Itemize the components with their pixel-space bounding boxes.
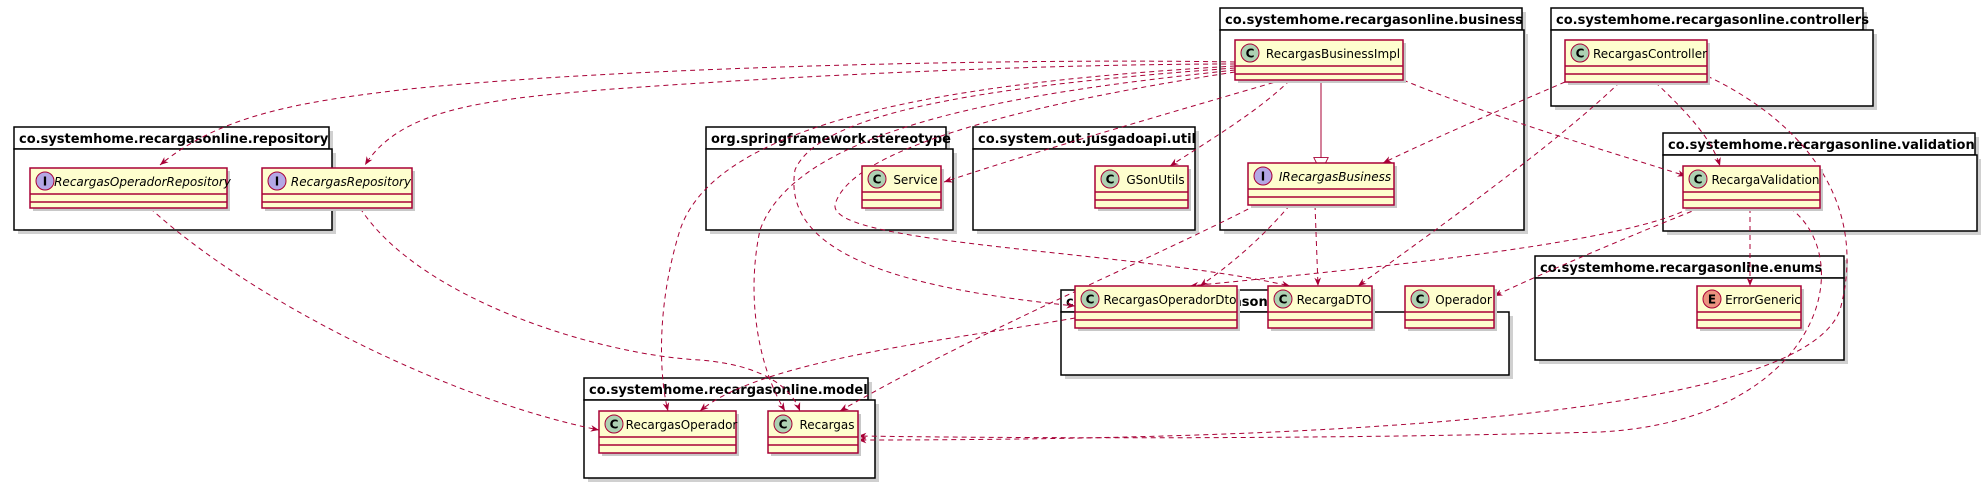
dependency-edge-RecargasBusinessImpl-to-RecargaDTO [834,71,1291,288]
class-box-RecargasController[interactable]: C RecargasController [1564,39,1710,85]
dependency-edge-RecargaValidation-to-RecargasOperadorDto [1189,207,1691,289]
class-name: RecargaDTO [1297,293,1372,307]
stereotype-letter: C [1106,173,1115,187]
class-stereotype-icon [867,169,887,189]
class-name: Service [893,173,937,187]
dependency-edge-RecargasBusinessImpl-to-GSonUtils [1169,79,1291,167]
stereotype-letter: I [43,175,47,189]
class-stereotype-icon [773,414,793,434]
class-box-RecargaValidation[interactable]: C RecargaValidation [1682,165,1823,211]
stereotype-letter: C [1694,173,1703,187]
class-name: RecargasRepository [291,175,412,189]
class-box-RecargasOperador[interactable]: C RecargasOperador [598,410,739,456]
class-box-RecargasBusinessImpl[interactable]: C RecargasBusinessImpl [1234,39,1406,83]
dependency-edge-RecargasBusinessImpl-to-RecargasRepository [364,63,1236,166]
class-name: RecargasOperadorRepository [54,175,232,189]
interface-stereotype-icon [35,171,55,191]
class-box-RecargasOperadorDto[interactable]: C RecargasOperadorDto [1074,285,1240,331]
package-name: co.systemhome.recargasonline.model [589,383,868,398]
dependency-edge-IRecargasBusiness-to-Recargas [839,204,1257,412]
package-name: co.systemhome.recargasonline.validation [1668,138,1975,153]
class-stereotype-icon [1570,43,1590,63]
dependency-edge-RecargasBusinessImpl-to-Recargas [753,69,1236,412]
stereotype-letter: C [1576,47,1585,61]
package-name: co.systemhome.recargasonline.repository [19,132,329,147]
class-name: RecargasController [1593,47,1707,61]
class-stereotype-icon [1410,289,1430,309]
dependency-edge-IRecargasBusiness-to-RecargaDTO [1314,204,1322,287]
interface-stereotype-icon [1253,166,1273,186]
class-name: ErrorGeneric [1725,293,1801,307]
stereotype-letter: I [1261,170,1265,184]
class-name: RecargasBusinessImpl [1266,47,1400,61]
dependency-edge-RecargasBusinessImpl-to-RecargaValidation [1402,79,1687,177]
classes-layer: I RecargasOperadorRepository I RecargasRepo… [29,39,1823,456]
dependency-edge-RecargasOperadorRepository-to-RecargasOperador [149,207,600,432]
class-stereotype-icon [1240,43,1260,63]
class-name: GSonUtils [1126,173,1184,187]
class-box-RecargasRepository[interactable]: I RecargasRepository [261,167,415,211]
dependency-edge-RecargasOperadorDto-to-RecargasOperador [699,317,1076,412]
package-name: co.systemhome.recargasonline.controllers [1556,13,1869,28]
relations-layer [149,60,1848,444]
dependency-edge-RecargasController-to-Recargas [857,75,1848,444]
class-stereotype-icon [1100,169,1120,189]
enum-stereotype-icon [1702,289,1722,309]
stereotype-letter: C [610,418,619,432]
package-name: co.systemhome.recargasonline.enums [1540,261,1823,276]
stereotype-letter: C [873,173,882,187]
class-name: RecargaValidation [1711,173,1819,187]
class-stereotype-icon [1080,289,1100,309]
package-name: co.system.out.jusgadoapi.util [978,132,1196,147]
class-stereotype-icon [1688,169,1708,189]
class-stereotype-icon [1273,289,1293,309]
class-name: RecargasOperadorDto [1104,293,1237,307]
class-box-Operador[interactable]: C Operador [1404,285,1497,331]
dependency-edge-RecargasBusinessImpl-to-RecargasOperadorRepository [159,60,1236,166]
package-stereotype: org.springframework.stereotype [705,126,957,234]
class-name: Recargas [799,418,854,432]
dependency-edge-RecargasRepository-to-Recargas [359,207,801,412]
class-box-RecargaDTO[interactable]: C RecargaDTO [1267,285,1375,331]
class-stereotype-icon [604,414,624,434]
class-box-ErrorGeneric[interactable]: E ErrorGeneric [1696,285,1804,331]
dependency-edge-RecargasBusinessImpl-to-Service [943,79,1283,183]
class-name: RecargasOperador [626,418,738,432]
stereotype-letter: C [1246,47,1255,61]
class-box-GSonUtils[interactable]: C GSonUtils [1094,165,1191,211]
package-name: co.systemhome.recargasonline.business [1225,13,1523,28]
class-box-Recargas[interactable]: C Recargas [767,410,861,456]
class-box-IRecargasBusiness[interactable]: I IRecargasBusiness [1247,162,1397,208]
class-name: Operador [1435,293,1492,307]
class-box-RecargasOperadorRepository[interactable]: I RecargasOperadorRepository [29,167,232,211]
class-name: IRecargasBusiness [1279,170,1391,184]
stereotype-letter: C [1279,293,1288,307]
interface-stereotype-icon [267,171,287,191]
package-name: org.springframework.stereotype [711,132,951,147]
stereotype-letter: E [1708,293,1716,307]
dependency-edge-RecargasBusinessImpl-to-RecargasOperador [660,65,1236,412]
class-box-Service[interactable]: C Service [861,165,944,211]
dependency-edge-IRecargasBusiness-to-RecargasOperadorDto [1199,204,1291,287]
dependency-edge-RecargaValidation-to-Operador [1493,207,1701,297]
stereotype-letter: C [1086,293,1095,307]
stereotype-letter: C [1416,293,1425,307]
stereotype-letter: I [275,175,279,189]
dependency-edge-RecargasController-to-RecargaDTO [1357,81,1621,287]
stereotype-letter: C [779,418,788,432]
dependency-edge-RecargasBusinessImpl-to-RecargasOperadorDto [793,67,1236,309]
